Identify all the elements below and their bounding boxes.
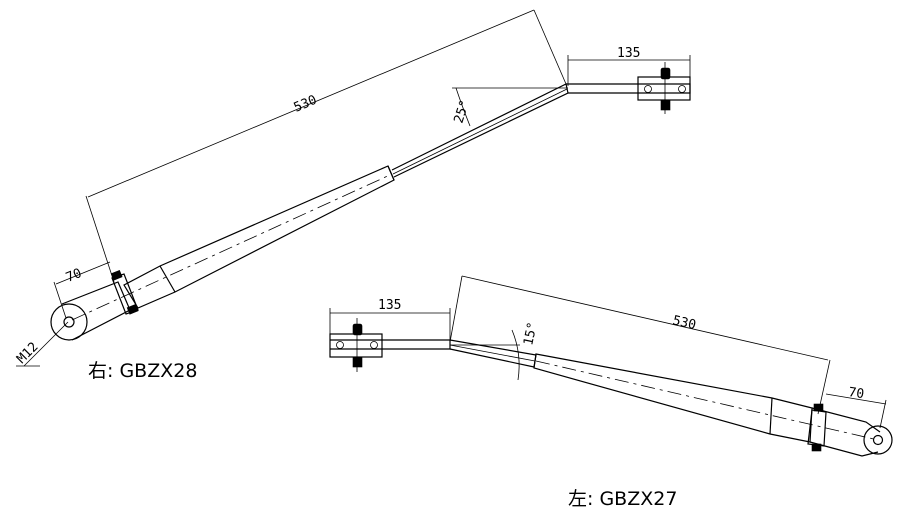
left-angle-dimension: 15° (521, 321, 541, 347)
right-angle-dimension: 25° (452, 98, 474, 125)
left-mount-dimension: 135 (378, 298, 401, 313)
left-arm-mount-bracket (329, 333, 383, 358)
arm-main-body (123, 165, 395, 309)
left-end-dimension: 70 (847, 385, 865, 402)
right-arm-caption: 右: GBZX28 (88, 360, 197, 382)
arm-mount-bar (566, 83, 691, 94)
arm-clamp-head (61, 281, 131, 341)
wiper-arm-left: 530 135 15° 70 左: GBZX27 (329, 275, 893, 510)
right-length-dimension: 530 (292, 93, 319, 116)
right-end-dimension: 70 (64, 266, 84, 286)
arm-rod (391, 83, 569, 178)
thread-label: M12 (14, 340, 41, 367)
wiper-arm-right: 530 135 25° 70 M12 右: GBZX28 (14, 9, 691, 382)
arm-mount-bracket (637, 76, 691, 101)
left-arm-eye-end (863, 425, 893, 455)
right-mount-dimension: 135 (617, 46, 640, 61)
arm-eye-end (50, 303, 88, 341)
left-arm-caption: 左: GBZX27 (568, 488, 677, 510)
left-arm-mount-bar (330, 339, 451, 350)
left-arm-eye-hole (872, 434, 884, 446)
arm-eye-hole (63, 316, 75, 328)
left-length-dimension: 530 (671, 313, 697, 333)
left-arm-clamp-bracket (807, 409, 827, 447)
